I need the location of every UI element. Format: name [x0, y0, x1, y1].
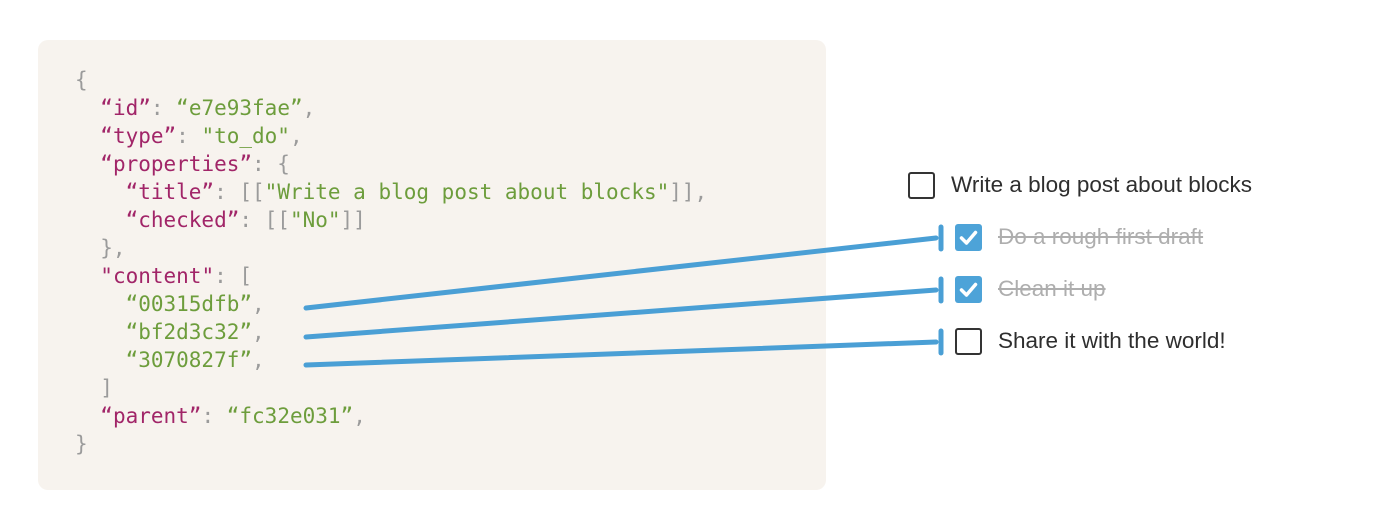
code-line: }, — [75, 234, 808, 262]
code-token-punctuation: , — [252, 292, 265, 316]
code-line: “title”: [["Write a blog post about bloc… — [75, 178, 808, 206]
code-line: ] — [75, 374, 808, 402]
code-token-punctuation — [75, 96, 100, 120]
code-token-punctuation — [75, 152, 100, 176]
code-line: “bf2d3c32”, — [75, 318, 808, 346]
code-token-punctuation — [75, 208, 126, 232]
todo-checkbox-checked[interactable] — [955, 223, 982, 251]
code-token-punctuation: : [[ — [239, 208, 290, 232]
code-token-punctuation: , — [353, 404, 366, 428]
code-line: } — [75, 430, 808, 458]
code-panel: { “id”: “e7e93fae”, “type”: "to_do", “pr… — [38, 40, 826, 490]
code-token-punctuation — [75, 320, 126, 344]
code-token-punctuation: ]] — [340, 208, 366, 232]
todo-label: Do a rough first draft — [998, 224, 1204, 249]
code-token-string: "No" — [289, 208, 341, 232]
code-token-punctuation: }, — [75, 236, 126, 260]
check-icon — [959, 282, 978, 297]
code-token-punctuation: , — [302, 96, 316, 120]
code-token-string: “fc32e031” — [226, 404, 354, 428]
code-token-key: “parent” — [100, 404, 202, 428]
code-line: “checked”: [["No"]] — [75, 206, 808, 234]
code-token-punctuation — [75, 180, 126, 204]
code-token-punctuation: , — [252, 348, 265, 372]
todo-item: Share it with the world! — [908, 315, 1358, 367]
todo-item: Write a blog post about blocks — [908, 159, 1358, 211]
code-token-key: “title” — [125, 180, 215, 204]
todo-label: Clean it up — [998, 276, 1106, 301]
todo-label: Write a blog post about blocks — [951, 172, 1253, 197]
todo-checkbox-unchecked[interactable] — [908, 171, 935, 199]
code-line: “3070827f”, — [75, 346, 808, 374]
code-token-punctuation: , — [289, 124, 303, 148]
code-token-string: “3070827f” — [125, 348, 253, 372]
code-token-key: "content" — [100, 264, 215, 288]
code-token-punctuation — [75, 264, 100, 288]
code-token-string: “e7e93fae” — [176, 96, 303, 120]
todo-list: Write a blog post about blocks Do a rough… — [908, 159, 1358, 367]
todo-label: Share it with the world! — [998, 328, 1226, 353]
code-line: “id”: “e7e93fae”, — [75, 94, 808, 122]
code-token-punctuation: } — [75, 432, 88, 456]
code-token-punctuation: : — [150, 96, 177, 120]
code-token-punctuation: : [[ — [214, 180, 265, 204]
todo-item: Do a rough first draft — [908, 211, 1358, 263]
code-line: “parent”: “fc32e031”, — [75, 402, 808, 430]
todo-item: Clean it up — [908, 263, 1358, 315]
code-token-punctuation: { — [75, 68, 88, 92]
code-token-punctuation: ]], — [669, 180, 708, 204]
code-token-punctuation: ] — [75, 376, 113, 400]
check-icon — [959, 230, 978, 245]
code-token-punctuation: : — [176, 124, 202, 148]
code-token-string: “bf2d3c32” — [125, 320, 253, 344]
code-line: { — [75, 66, 808, 94]
code-token-punctuation: : — [201, 404, 227, 428]
code-token-string: "to_do" — [201, 124, 290, 148]
code-token-string: "Write a blog post about blocks" — [264, 180, 670, 204]
code-token-key: “type” — [100, 124, 177, 148]
code-line: “00315dfb”, — [75, 290, 808, 318]
todo-checkbox-checked[interactable] — [955, 275, 982, 303]
code-line: “type”: "to_do", — [75, 122, 808, 150]
code-block: { “id”: “e7e93fae”, “type”: "to_do", “pr… — [75, 66, 808, 458]
code-token-punctuation — [75, 124, 100, 148]
code-token-punctuation — [75, 404, 100, 428]
code-line: "content": [ — [75, 262, 808, 290]
code-token-punctuation: : { — [252, 152, 290, 176]
todo-checkbox-unchecked[interactable] — [955, 327, 982, 355]
code-token-key: “id” — [100, 96, 151, 120]
code-token-key: “properties” — [100, 152, 253, 176]
code-token-punctuation — [75, 292, 126, 316]
code-token-string: “00315dfb” — [125, 292, 253, 316]
code-token-punctuation: , — [252, 320, 265, 344]
code-token-punctuation — [75, 348, 126, 372]
code-line: “properties”: { — [75, 150, 808, 178]
code-token-key: “checked” — [125, 208, 240, 232]
code-token-punctuation: : [ — [214, 264, 253, 288]
